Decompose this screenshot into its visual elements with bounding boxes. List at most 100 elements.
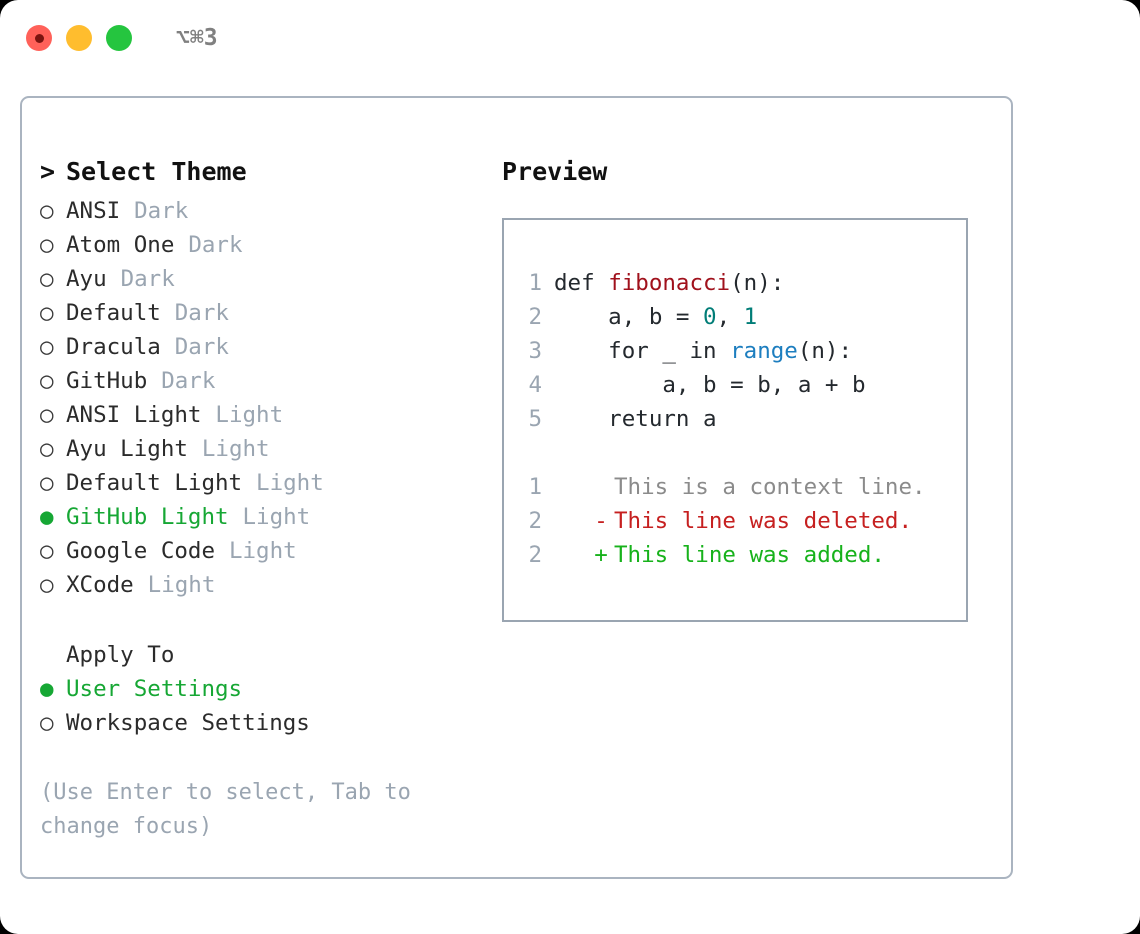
diff-line-ctx: 1 This is a context line. [514, 470, 926, 504]
theme-option-atom-one[interactable]: ○ Atom One Dark [40, 228, 490, 262]
theme-option-github-light[interactable]: ● GitHub Light Light [40, 500, 490, 534]
theme-option-ansi[interactable]: ○ ANSI Dark [40, 194, 490, 228]
theme-variant-badge: Dark [188, 232, 243, 258]
code-token-plain: , [716, 304, 744, 330]
diff-marker-icon: - [594, 508, 608, 534]
theme-option-label: Dracula [66, 334, 161, 360]
theme-option-label: ANSI [66, 198, 121, 224]
theme-variant-badge: Light [256, 470, 324, 496]
preview-spacer [514, 436, 926, 470]
code-token-plain: def [554, 270, 609, 296]
maximize-window-button[interactable] [106, 25, 132, 51]
radio-unselected-icon: ○ [40, 232, 54, 258]
code-token-num: 1 [743, 304, 758, 330]
radio-unselected-icon: ○ [40, 436, 54, 462]
theme-option-default[interactable]: ○ Default Dark [40, 296, 490, 330]
apply-to-option-workspace-settings[interactable]: ○Workspace Settings [40, 706, 490, 740]
theme-variant-badge: Dark [174, 334, 229, 360]
code-token-num: 0 [703, 304, 717, 330]
apply-to-list: ● User Settings ○Workspace Settings [40, 672, 490, 740]
code-line-text: a, b = 0, 1 [554, 300, 757, 334]
keyboard-shortcut-label: ⌥⌘3 [176, 24, 218, 51]
apply-to-heading: ○ Apply To [40, 638, 490, 672]
diff-line-del: 2 -This line was deleted. [514, 504, 926, 538]
diff-line-text: This is a context line. [614, 474, 926, 500]
theme-option-label: Ayu Light [66, 436, 188, 462]
radio-unselected-icon: ○ [40, 572, 54, 598]
theme-option-label: ANSI Light [66, 402, 202, 428]
diff-marker-icon: + [594, 542, 608, 568]
theme-option-label: XCode [66, 572, 134, 598]
theme-option-ansi-light[interactable]: ○ ANSI Light Light [40, 398, 490, 432]
theme-option-ayu-light[interactable]: ○ Ayu Light Light [40, 432, 490, 466]
theme-variant-badge: Dark [161, 368, 216, 394]
code-line-text: def fibonacci(n): [554, 266, 784, 300]
code-line-text: return a [554, 402, 717, 436]
theme-option-label: GitHub Light [66, 504, 229, 530]
theme-option-github[interactable]: ○ GitHub Dark [40, 364, 490, 398]
theme-option-label: Default Light [66, 470, 243, 496]
apply-to-label: Apply To [66, 642, 175, 668]
theme-option-default-light[interactable]: ○ Default Light Light [40, 466, 490, 500]
theme-option-xcode[interactable]: ○ XCode Light [40, 568, 490, 602]
radio-selected-icon: ● [40, 504, 54, 530]
caret-right-icon: > [40, 157, 56, 186]
theme-option-label: Atom One [66, 232, 175, 258]
radio-selected-icon: ● [40, 676, 54, 702]
window-titlebar: ⌥⌘3 [0, 0, 1140, 76]
section-spacer [40, 602, 490, 638]
theme-variant-badge: Dark [134, 198, 189, 224]
theme-option-label: Default [66, 300, 161, 326]
theme-variant-badge: Dark [174, 300, 229, 326]
diff-line-text: This line was deleted. [614, 508, 913, 534]
diff-line-number: 1 [528, 474, 542, 500]
code-line-text: a, b = b, a + b [554, 368, 866, 402]
code-line-number: 4 [528, 372, 542, 398]
theme-variant-badge: Light [242, 504, 311, 530]
diff-line-add: 2+This line was added. [514, 538, 926, 572]
radio-unselected-icon: ○ [40, 198, 54, 224]
theme-variant-badge: Dark [120, 266, 175, 292]
theme-variant-badge: Light [201, 436, 270, 462]
code-token-plain: for _ in [554, 338, 731, 364]
apply-to-option-label: User Settings [66, 676, 243, 702]
code-line: 2 a, b = 0, 1 [514, 300, 926, 334]
theme-variant-badge: Light [147, 572, 216, 598]
code-line: 5 return a [514, 402, 926, 436]
diff-line-text: This line was added. [614, 542, 885, 568]
close-window-button[interactable] [26, 25, 52, 51]
code-token-plain: a, b = b, a + b [554, 372, 866, 398]
code-line-number: 3 [528, 338, 542, 364]
code-token-plain: return a [554, 406, 717, 432]
code-line-number: 1 [528, 270, 542, 296]
diff-marker-icon [588, 470, 614, 504]
code-token-plain: (n): [730, 270, 785, 296]
radio-unselected-icon: ○ [40, 402, 54, 428]
radio-unselected-icon: ○ [40, 368, 54, 394]
diff-line-number: 2 [528, 508, 542, 534]
code-token-plain: a, b = [554, 304, 704, 330]
theme-list-heading: > Select Theme [40, 152, 490, 192]
radio-unselected-icon: ○ [40, 300, 54, 326]
radio-unselected-icon: ○ [40, 710, 54, 736]
radio-unselected-icon: ○ [40, 266, 54, 292]
minimize-window-button[interactable] [66, 25, 92, 51]
theme-option-label: GitHub [66, 368, 148, 394]
code-line-text: for _ in range(n): [554, 334, 852, 368]
code-line: 1 def fibonacci(n): [514, 266, 926, 300]
code-line: 4 a, b = b, a + b [514, 368, 926, 402]
page-title: Select Theme [66, 157, 247, 186]
theme-variant-badge: Light [228, 538, 297, 564]
apply-to-option-user-settings[interactable]: ● User Settings [40, 672, 490, 706]
theme-variant-badge: Light [215, 402, 284, 428]
radio-unselected-icon: ○ [40, 470, 54, 496]
